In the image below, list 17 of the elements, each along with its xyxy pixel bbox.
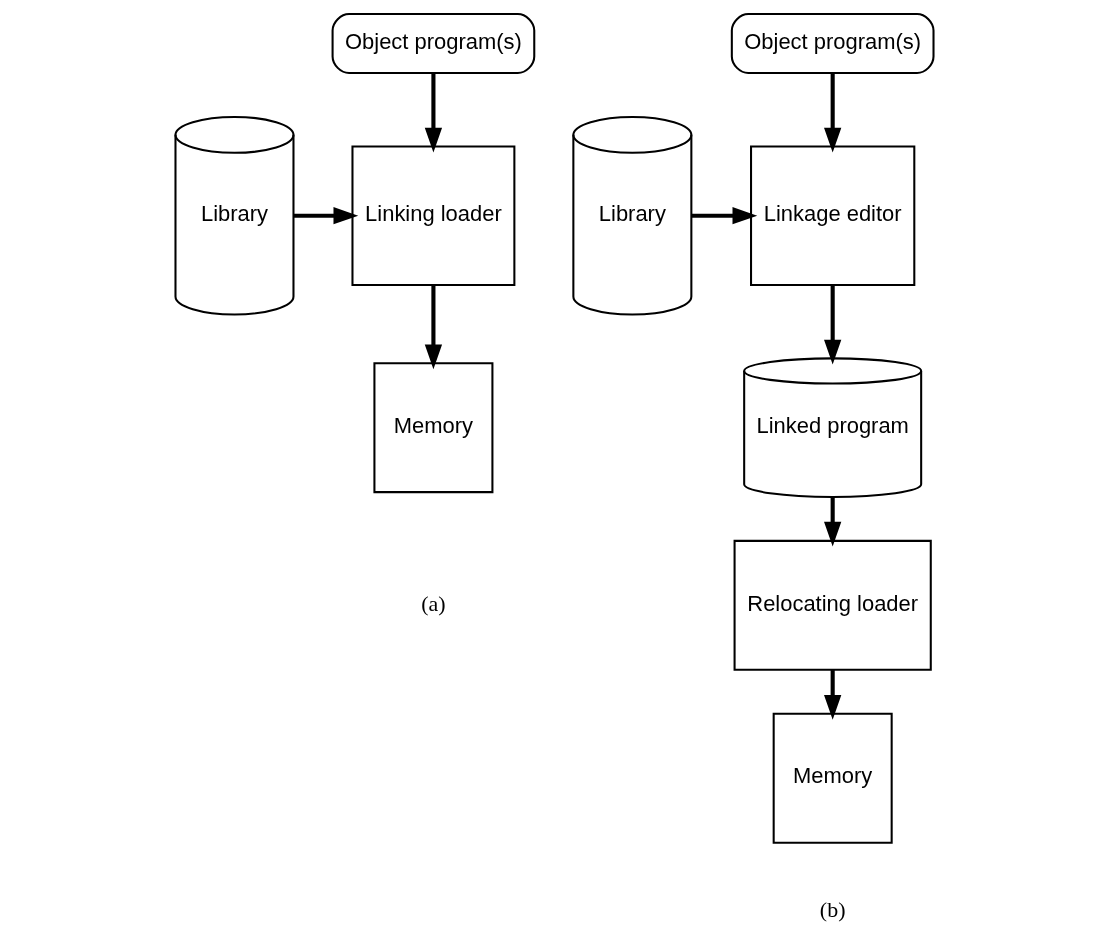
arrow	[690, 207, 757, 225]
arrow	[293, 207, 358, 225]
node-box: Relocating loader	[733, 539, 932, 671]
label: (a)	[420, 590, 446, 616]
node-box: Memory	[372, 362, 493, 494]
node-box: Object program(s)	[331, 13, 535, 75]
arrow	[823, 285, 841, 365]
label: (b)	[819, 896, 845, 922]
node-box: Memory	[772, 712, 893, 844]
node-box: Linking loader	[350, 145, 515, 286]
arrow	[823, 73, 841, 153]
node-box: Object program(s)	[730, 13, 935, 75]
node-box: Linkage editor	[749, 145, 915, 286]
arrow	[424, 73, 442, 153]
arrow	[823, 670, 841, 720]
arrow	[823, 497, 841, 547]
arrow	[424, 285, 442, 370]
